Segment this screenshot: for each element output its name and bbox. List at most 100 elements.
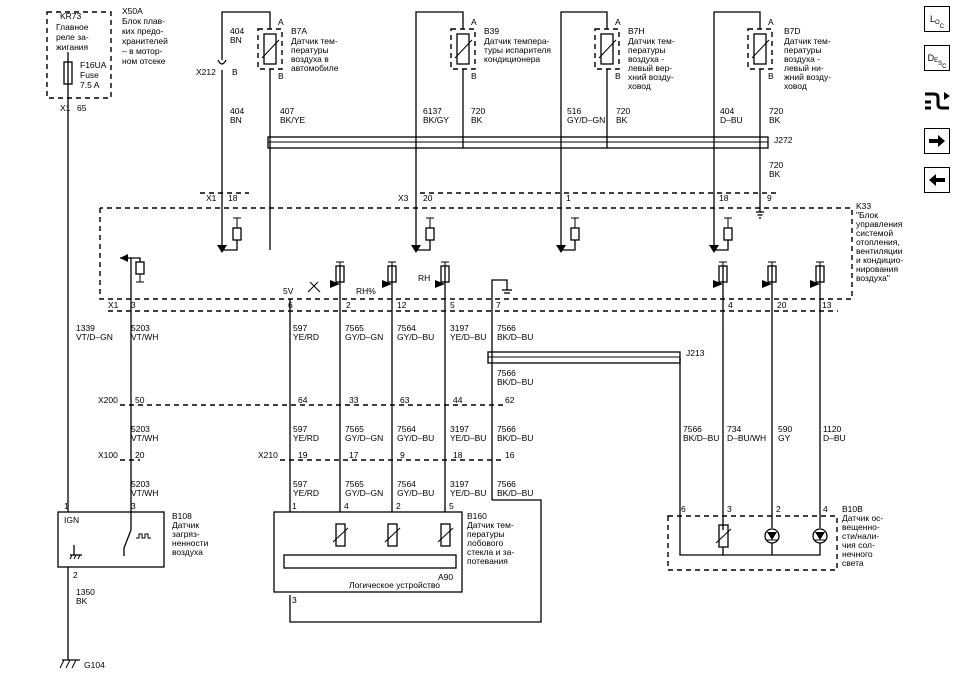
loc-button[interactable]: L O C	[924, 6, 950, 32]
svg-text:левый вер-: левый вер-	[628, 63, 672, 73]
svg-text:IGN: IGN	[64, 515, 79, 525]
svg-text:64: 64	[298, 395, 308, 405]
b160-thermistor-icon-1	[332, 523, 349, 547]
svg-text:44: 44	[453, 395, 463, 405]
b160-sensor-box	[273, 511, 463, 593]
svg-text:3197: 3197	[450, 323, 469, 333]
k33-pin13-circuit	[810, 261, 825, 325]
svg-text:5: 5	[449, 501, 454, 511]
x50a-desc-4: – в мотор-	[122, 46, 163, 56]
svg-text:BK/YE: BK/YE	[280, 115, 305, 125]
k33-pin20-circuit	[762, 261, 777, 325]
svg-text:пературы: пературы	[467, 529, 505, 539]
svg-text:BN: BN	[230, 35, 242, 45]
svg-text:BK: BK	[769, 115, 781, 125]
svg-text:YE/D–BU: YE/D–BU	[450, 332, 486, 342]
svg-text:воздуха -: воздуха -	[628, 54, 664, 64]
svg-text:Датчик ос-: Датчик ос-	[842, 513, 883, 523]
svg-text:YE/RD: YE/RD	[293, 332, 319, 342]
svg-text:RH: RH	[418, 273, 430, 283]
svg-text:597: 597	[293, 424, 307, 434]
svg-text:12: 12	[397, 300, 407, 310]
k33-pin12-circuit	[382, 261, 397, 325]
svg-text:597: 597	[293, 323, 307, 333]
b10b-photodiode-icon-1	[764, 528, 780, 544]
svg-text:воздуха -: воздуха -	[784, 54, 820, 64]
k33-input-1	[556, 217, 580, 253]
svg-text:Датчик тем-: Датчик тем-	[784, 36, 831, 46]
svg-text:5V: 5V	[283, 286, 294, 296]
svg-text:2: 2	[73, 570, 78, 580]
svg-text:GY/D–GN: GY/D–GN	[345, 433, 383, 443]
j272-label: J272	[774, 135, 793, 145]
b39-label: B39	[484, 26, 499, 36]
svg-text:YE/D–BU: YE/D–BU	[450, 433, 486, 443]
b7d-label: B7D	[784, 26, 801, 36]
svg-text:света: света	[842, 558, 864, 568]
svg-text:загряз-: загряз-	[172, 529, 200, 539]
svg-text:BK: BK	[616, 115, 628, 125]
svg-text:BK: BK	[769, 169, 781, 179]
wire-b7a-a	[221, 11, 271, 60]
svg-text:жний возду-: жний возду-	[784, 72, 831, 82]
svg-text:3: 3	[131, 300, 136, 310]
svg-text:7565: 7565	[345, 424, 364, 434]
svg-text:"Блок: "Блок	[856, 210, 878, 220]
b39-sensor: A B B39 Датчик темпера- туры испарителя …	[450, 17, 551, 81]
svg-text:GY/D–BU: GY/D–BU	[397, 433, 434, 443]
fuse-desc-1: F16UA	[80, 60, 107, 70]
arrow-right-icon[interactable]	[924, 128, 950, 154]
svg-text:B: B	[278, 71, 284, 81]
svg-text:Датчик темпера-: Датчик темпера-	[484, 36, 550, 46]
x50a-fuse-block-outline	[46, 11, 112, 99]
kr73-desc-3: жигания	[56, 42, 89, 52]
k33-pin7-ground	[491, 279, 512, 325]
x200-label: X200	[98, 395, 118, 405]
svg-text:BK/GY: BK/GY	[423, 115, 449, 125]
arrow-left-icon[interactable]	[924, 167, 950, 193]
x50a-desc-5: ном отсеке	[122, 56, 166, 66]
svg-text:7566: 7566	[497, 424, 516, 434]
x3-connector-label: X3	[398, 193, 409, 203]
svg-text:404: 404	[720, 106, 734, 116]
svg-text:BK: BK	[76, 596, 88, 606]
svg-text:B: B	[768, 71, 774, 81]
svg-text:воздуха в: воздуха в	[291, 54, 329, 64]
svg-text:YE/RD: YE/RD	[293, 488, 319, 498]
desc-button[interactable]: D E S C	[924, 45, 950, 71]
svg-text:63: 63	[400, 395, 410, 405]
svg-text:туры испарителя: туры испарителя	[484, 45, 551, 55]
x50a-desc-3: хранителей	[122, 36, 168, 46]
svg-text:720: 720	[616, 106, 630, 116]
svg-text:B: B	[615, 71, 621, 81]
pin-x212-b: B	[232, 67, 238, 77]
svg-text:17: 17	[349, 450, 359, 460]
svg-text:3: 3	[131, 501, 136, 511]
svg-text:62: 62	[505, 395, 515, 405]
svg-text:9: 9	[400, 450, 405, 460]
svg-text:ховод: ховод	[784, 81, 807, 91]
svg-text:Датчик тем-: Датчик тем-	[628, 36, 675, 46]
svg-text:1: 1	[566, 193, 571, 203]
svg-text:3197: 3197	[450, 479, 469, 489]
kr73-label: KR73	[60, 11, 82, 21]
svg-text:18: 18	[719, 193, 729, 203]
svg-text:YE/D–BU: YE/D–BU	[450, 488, 486, 498]
svg-text:3: 3	[727, 504, 732, 514]
svg-text:734: 734	[727, 424, 741, 434]
svg-text:A: A	[471, 17, 477, 27]
svg-text:отопления,: отопления,	[856, 237, 900, 247]
svg-text:597: 597	[293, 479, 307, 489]
svg-text:19: 19	[298, 450, 308, 460]
svg-text:7564: 7564	[397, 323, 416, 333]
g104-label: G104	[84, 660, 105, 670]
svg-text:Датчик: Датчик	[172, 520, 199, 530]
svg-text:GY/D–BU: GY/D–BU	[397, 488, 434, 498]
svg-text:BN: BN	[230, 115, 242, 125]
svg-text:VT/WH: VT/WH	[131, 488, 158, 498]
svg-text:автомобиле: автомобиле	[291, 63, 339, 73]
j213-label: J213	[686, 348, 705, 358]
wiring-route-icon[interactable]	[922, 88, 952, 114]
svg-text:5203: 5203	[131, 323, 150, 333]
svg-text:BK/D–BU: BK/D–BU	[497, 377, 533, 387]
